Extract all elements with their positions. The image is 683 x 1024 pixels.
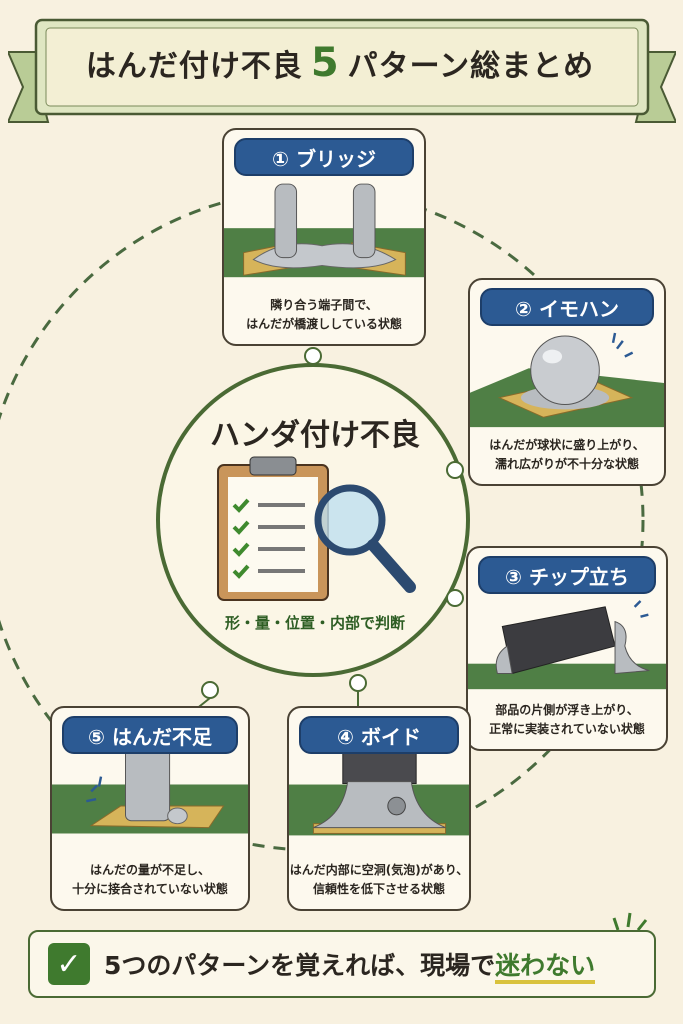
center-caption: 形・量・位置・内部で判断 — [224, 614, 405, 632]
bridge-illustration — [224, 183, 424, 278]
desc-line: 十分に接合されていない状態 — [72, 882, 228, 896]
footer-lead: 5つのパターンを覚えれば、現場で — [104, 951, 496, 980]
title-banner — [8, 18, 676, 123]
pattern-description: はんだが球状に盛り上がり、濡れ広がりが不十分な状態 — [470, 436, 664, 474]
title-suffix: パターン総まとめ — [347, 49, 595, 84]
desc-line: 信頼性を低下させる状態 — [312, 882, 445, 896]
insufficient-solder-illustration — [52, 746, 248, 834]
pattern-description: 隣り合う端子間で、はんだが橋渡ししている状態 — [224, 296, 424, 334]
pattern-card-insufficient-solder: ⑤ はんだ不足 はんだの量が不足し、十分に接合されていない状態 — [50, 706, 250, 911]
pattern-card-void: ④ ボイド はんだ内部に空洞(気泡)があり、信頼性を低下させる状態 — [287, 706, 471, 911]
desc-line: 正常に実装されていない状態 — [489, 722, 645, 736]
pattern-card-bridge: ① ブリッジ 隣り合う端子間で、はんだが橋渡ししている状態 — [222, 128, 426, 346]
sparkle-icon — [612, 912, 648, 931]
clipboard-magnifier-icon — [217, 456, 416, 601]
desc-line: はんだが球状に盛り上がり、 — [489, 438, 645, 452]
pattern-description: 部品の片側が浮き上がり、正常に実装されていない状態 — [468, 701, 666, 739]
pattern-label: ⑤ はんだ不足 — [62, 716, 238, 754]
desc-line: はんだが橋渡ししている状態 — [246, 317, 402, 331]
void-illustration — [289, 748, 469, 836]
pattern-card-chip-standing: ③ チップ立ち 部品の片側が浮き上がり、正常に実装されていない状態 — [466, 546, 668, 751]
pattern-label: ③ チップ立ち — [478, 556, 656, 594]
title-number: 5 — [310, 40, 340, 86]
desc-line: 隣り合う端子間で、 — [270, 298, 378, 312]
footer-highlight: 迷わない — [495, 951, 596, 984]
center-title: ハンダ付け不良 — [210, 418, 420, 453]
chip-standing-illustration — [468, 600, 666, 690]
pattern-card-imohan: ② イモハン はんだが球状に盛り上がり、濡れ広がりが不十分な状態 — [468, 278, 666, 486]
imohan-illustration — [470, 332, 664, 428]
checkmark-icon: ✓ — [48, 943, 90, 985]
title-prefix: はんだ付け不良 — [85, 49, 303, 84]
footer-banner: ✓ 5つのパターンを覚えれば、現場で迷わない — [28, 930, 656, 998]
pattern-description: はんだの量が不足し、十分に接合されていない状態 — [52, 861, 248, 899]
pattern-label: ② イモハン — [480, 288, 654, 326]
footer-text: 5つのパターンを覚えれば、現場で迷わない — [104, 946, 596, 984]
pattern-description: はんだ内部に空洞(気泡)があり、信頼性を低下させる状態 — [289, 861, 469, 899]
desc-line: はんだの量が不足し、 — [89, 863, 210, 877]
pattern-label: ④ ボイド — [299, 716, 459, 754]
desc-line: はんだ内部に空洞(気泡)があり、 — [289, 863, 469, 877]
desc-line: 濡れ広がりが不十分な状態 — [494, 457, 639, 471]
desc-line: 部品の片側が浮き上がり、 — [495, 703, 639, 717]
pattern-label: ① ブリッジ — [234, 138, 414, 176]
